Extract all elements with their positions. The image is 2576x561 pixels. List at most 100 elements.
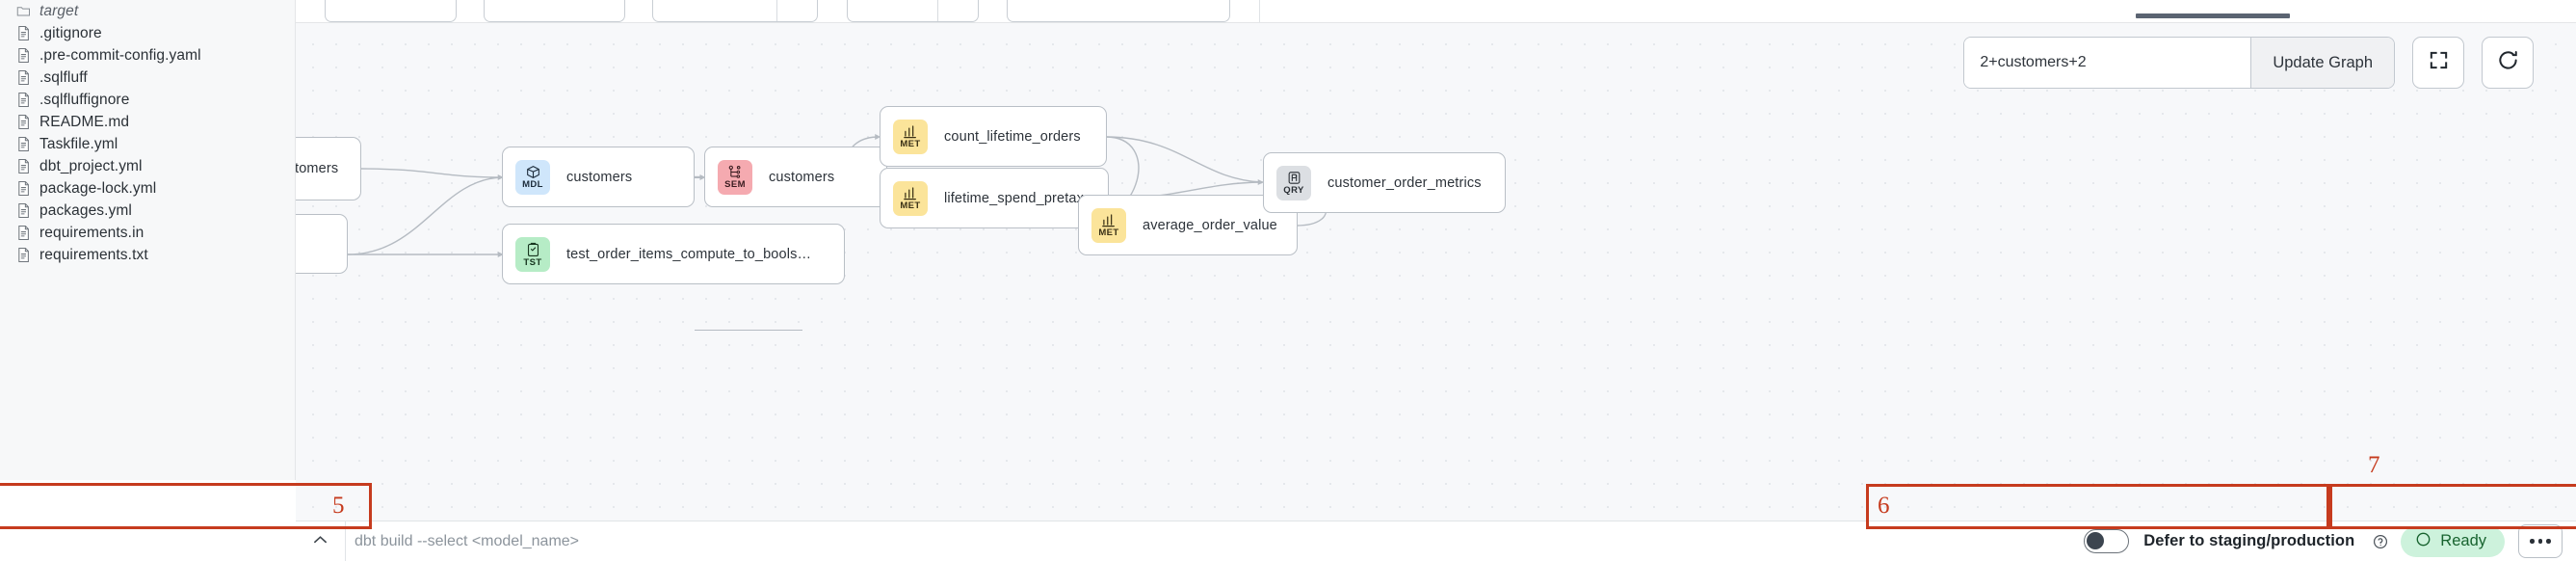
- graph-toolbar: Update Graph: [1963, 37, 2534, 89]
- file-name: target: [39, 2, 79, 19]
- status-label: Ready: [2440, 532, 2486, 549]
- file-icon: [16, 69, 31, 86]
- tab-stub-1[interactable]: [325, 0, 457, 22]
- file-icon: [16, 225, 31, 241]
- file-name: Taskfile.yml: [39, 135, 118, 152]
- tab-stub-5[interactable]: [1007, 0, 1230, 22]
- file-row[interactable]: .sqlfluffignore: [0, 89, 295, 111]
- graph-node-label: customers: [769, 169, 835, 185]
- file-row[interactable]: .sqlfluff: [0, 67, 295, 89]
- help-circle-icon[interactable]: [2373, 534, 2388, 549]
- mdl-type-icon: MDL: [515, 159, 550, 195]
- graph-node-label: lifetime_spend_pretax: [944, 190, 1085, 206]
- tab-stub-3[interactable]: [652, 0, 818, 22]
- file-icon: [16, 247, 31, 263]
- file-row[interactable]: requirements.txt: [0, 244, 295, 266]
- file-name: .pre-commit-config.yaml: [39, 46, 201, 64]
- file-name: dbt_project.yml: [39, 157, 143, 174]
- node-type-tag: MET: [1098, 227, 1119, 238]
- file-icon: [16, 92, 31, 108]
- file-name: .gitignore: [39, 24, 102, 41]
- bottom-status-bar: dbt build --select <model_name> Defer to…: [296, 521, 2576, 561]
- tab-divider: [937, 0, 938, 21]
- tab-stub-4[interactable]: [847, 0, 979, 22]
- graph-node-label: test_order_items_compute_to_bools…: [566, 246, 812, 262]
- qry-type-icon: QRY: [1276, 165, 1311, 200]
- graph-node-customers_mdl[interactable]: MDL customers: [502, 147, 695, 207]
- file-row[interactable]: .pre-commit-config.yaml: [0, 44, 295, 67]
- file-row[interactable]: packages.yml: [0, 200, 295, 222]
- file-icon: [16, 25, 31, 41]
- defer-toggle-label: Defer to staging/production: [2143, 532, 2355, 549]
- graph-node-stg_customers[interactable]: stg_customers: [296, 137, 361, 200]
- file-icon: [16, 158, 31, 174]
- bottom-bar-right: Defer to staging/production: [2032, 521, 2576, 561]
- file-row[interactable]: package-lock.yml: [0, 177, 295, 200]
- file-row[interactable]: .gitignore: [0, 22, 295, 44]
- update-graph-button[interactable]: Update Graph: [2250, 38, 2394, 88]
- file-name: README.md: [39, 113, 130, 130]
- file-explorer[interactable]: target .gitignore .pre-commit-config.yam…: [0, 0, 296, 480]
- sem-type-icon: SEM: [718, 159, 752, 195]
- file-row[interactable]: Taskfile.yml: [0, 133, 295, 155]
- graph-selector-group: Update Graph: [1963, 37, 2395, 89]
- node-type-tag: MET: [900, 200, 921, 211]
- tab-strip-divider: [1259, 0, 1260, 22]
- file-list: target .gitignore .pre-commit-config.yam…: [0, 0, 295, 266]
- file-icon: [16, 136, 31, 152]
- edge-mdl-to-sem: [695, 330, 802, 332]
- tab-stub-2[interactable]: [484, 0, 625, 22]
- defer-toggle-group[interactable]: Defer to staging/production: [2032, 521, 2401, 561]
- graph-node-orders[interactable]: orders: [296, 214, 348, 274]
- node-type-tag: MDL: [522, 179, 543, 190]
- dot-3: [2546, 539, 2551, 544]
- fullscreen-button[interactable]: [2412, 37, 2464, 89]
- dot-2: [2537, 539, 2543, 544]
- met-type-icon: MET: [1091, 207, 1126, 243]
- file-row[interactable]: dbt_project.yml: [0, 155, 295, 177]
- chevron-up-icon: [312, 533, 329, 549]
- file-row[interactable]: target: [0, 0, 295, 22]
- file-name: packages.yml: [39, 201, 132, 219]
- editor-tab-strip[interactable]: [296, 0, 2576, 23]
- node-type-tag: MET: [900, 139, 921, 149]
- active-tab-indicator: [2136, 13, 2290, 18]
- graph-node-test_order_items[interactable]: TST test_order_items_compute_to_bools…: [502, 224, 845, 284]
- editor-main-panel: stg_customersorders MDL customers TST test…: [296, 0, 2576, 561]
- file-icon: [16, 180, 31, 197]
- tst-type-icon: TST: [515, 236, 550, 272]
- file-row[interactable]: README.md: [0, 111, 295, 133]
- file-icon: [16, 114, 31, 130]
- folder-icon: [16, 3, 31, 19]
- graph-node-label: customers: [566, 169, 633, 185]
- lineage-graph-canvas[interactable]: stg_customersorders MDL customers TST test…: [296, 23, 2576, 521]
- graph-node-lifetime_spend_pretax[interactable]: MET lifetime_spend_pretax: [880, 168, 1109, 228]
- command-input[interactable]: dbt build --select <model_name>: [355, 532, 580, 549]
- graph-node-average_order_value[interactable]: MET average_order_value: [1078, 195, 1298, 255]
- file-name: package-lock.yml: [39, 179, 157, 197]
- status-circle-icon: [2415, 531, 2431, 552]
- graph-node-customers_sem[interactable]: SEM customers: [704, 147, 887, 207]
- graph-node-label: average_order_value: [1143, 217, 1277, 233]
- file-icon: [16, 202, 31, 219]
- status-badge[interactable]: Ready: [2401, 525, 2505, 557]
- file-row[interactable]: requirements.in: [0, 222, 295, 244]
- node-type-tag: QRY: [1283, 185, 1304, 196]
- toggle-knob: [2087, 531, 2105, 549]
- defer-toggle-switch[interactable]: [2084, 529, 2130, 553]
- refresh-button[interactable]: [2482, 37, 2534, 89]
- graph-node-count_lifetime_orders[interactable]: MET count_lifetime_orders: [880, 106, 1107, 167]
- file-name: requirements.in: [39, 224, 145, 241]
- graph-node-customer_order_metrics[interactable]: QRY customer_order_metrics: [1263, 152, 1506, 213]
- met-type-icon: MET: [893, 119, 928, 154]
- graph-node-label: customer_order_metrics: [1327, 174, 1482, 191]
- graph-node-label: count_lifetime_orders: [944, 128, 1081, 145]
- graph-selector-input[interactable]: [1964, 38, 2251, 88]
- node-type-tag: TST: [523, 256, 542, 268]
- file-name: .sqlfluff: [39, 68, 88, 86]
- node-type-tag: SEM: [724, 179, 746, 190]
- command-expand-button[interactable]: [296, 521, 346, 561]
- more-options-button[interactable]: [2518, 524, 2563, 558]
- fullscreen-icon: [2428, 49, 2450, 76]
